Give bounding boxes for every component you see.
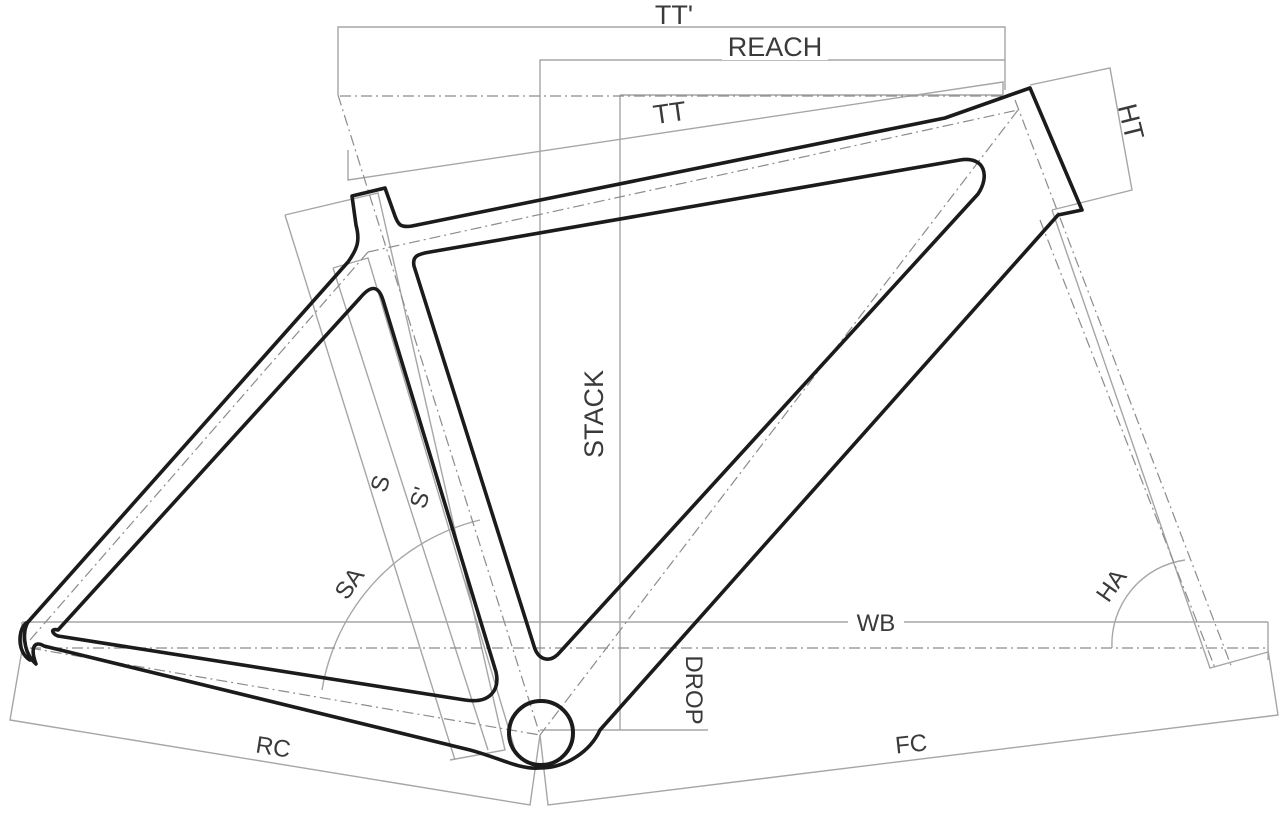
front-triangle-inner [411,157,987,661]
reach-label: REACH [728,32,823,62]
rear-triangle-inner [50,286,499,703]
wb-label: WB [857,610,896,637]
ht-label: HT [1112,101,1150,143]
drop-label: DROP [680,655,707,724]
s-prime-dimension-outer [332,267,489,751]
rc-dimension [9,649,541,806]
ha-label: HA [1091,564,1132,607]
center-lines [29,94,1268,736]
rc-label: RC [254,732,292,764]
head-tube-centerline [1014,99,1233,669]
ht-dimension [1029,67,1133,211]
seatstay-axis [29,251,369,641]
s-dimension [284,192,506,761]
down-tube-axis [539,109,1019,736]
s-label: S [366,472,397,495]
bottom-bracket [507,699,575,767]
labels: TT' REACH TT HT STACK S S' SA HA WB DROP… [254,0,1150,764]
tt-prime-label: TT' [655,0,693,30]
tt-label: TT [651,96,688,130]
sa-label: SA [330,563,370,605]
reach-dimension [539,59,1005,700]
fc-dimension [539,649,1279,806]
seat-tube-axis [337,94,541,736]
ha-arc [1111,559,1186,649]
fork-centerline [1039,219,1216,669]
stack-label: STACK [579,370,609,458]
frame-outline [18,86,1084,770]
top-tube-axis [367,109,1019,253]
fork-box [1051,209,1269,669]
dimension-lines [9,26,1279,806]
sa-arc [321,519,481,691]
tt-dimension [347,81,1004,181]
rear-dropout [18,620,32,662]
s-dimension-outer [284,214,456,761]
fc-label: FC [894,729,929,759]
frame-outer-contour [22,86,1084,770]
tt-prime-dimension [337,26,1006,95]
